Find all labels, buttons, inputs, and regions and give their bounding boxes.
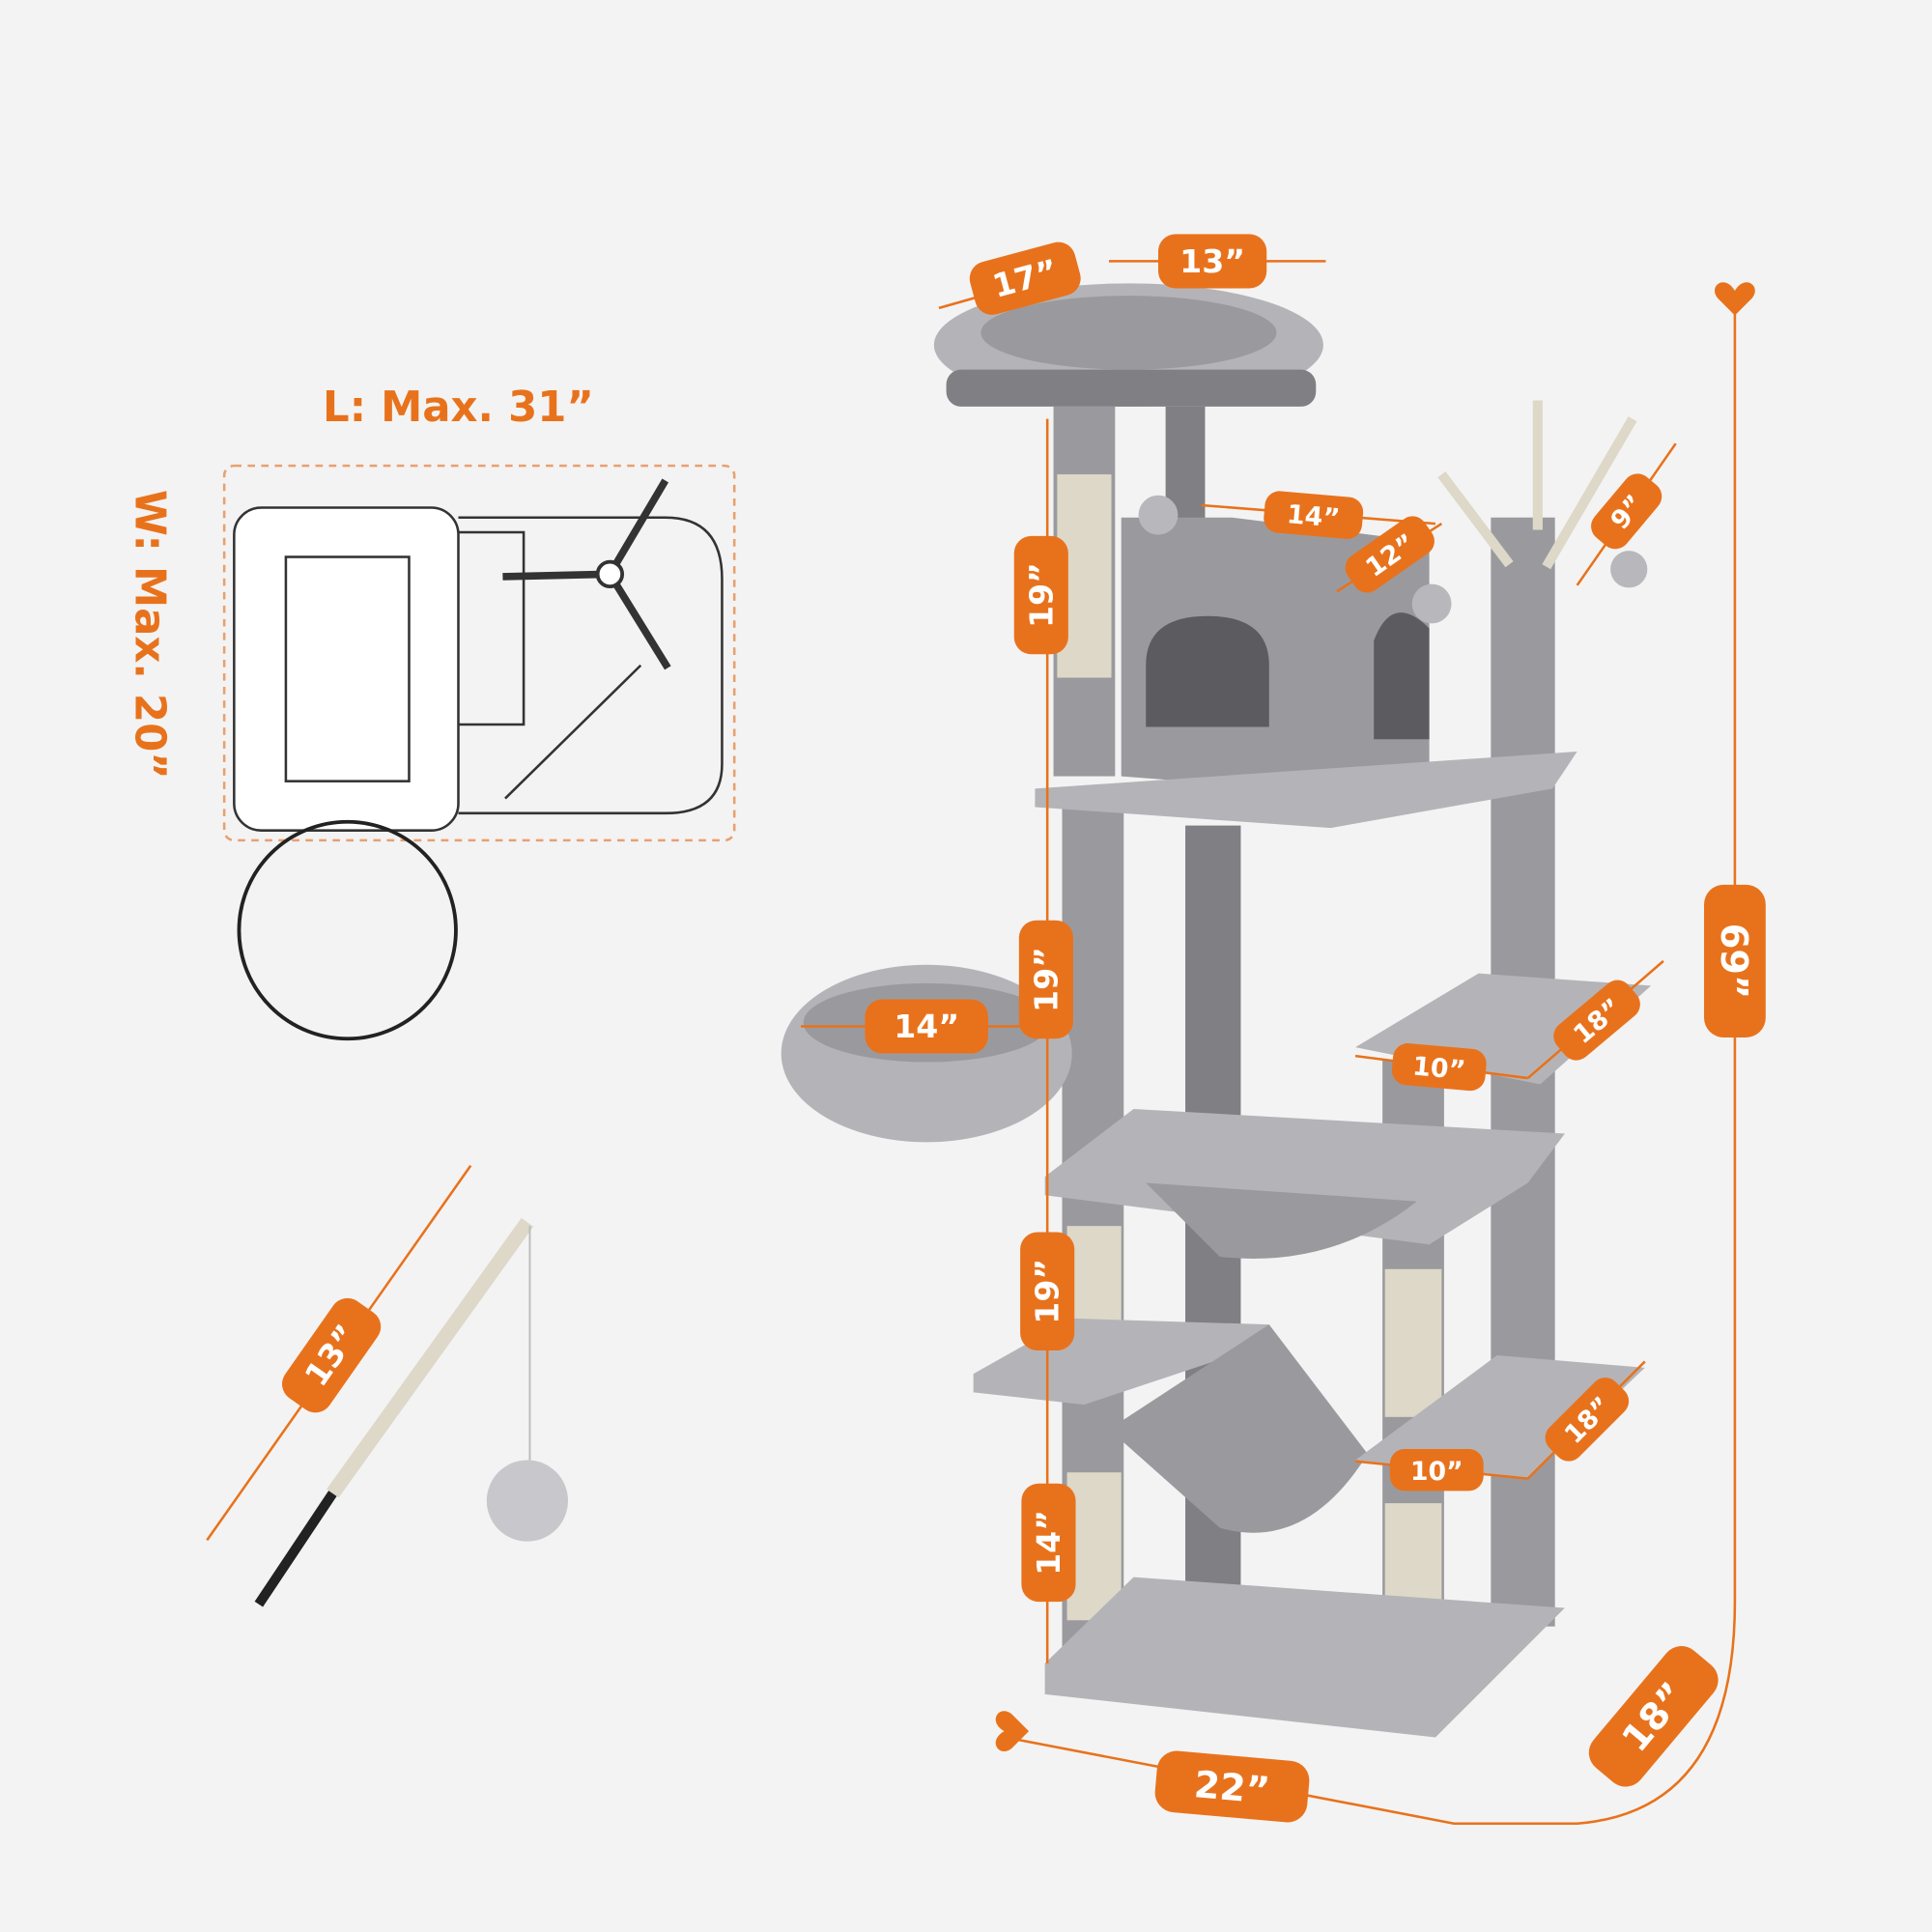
label-dangle-toy: 9”: [1591, 473, 1662, 550]
svg-text:22”: 22”: [1192, 1763, 1271, 1813]
svg-text:19”: 19”: [1022, 562, 1060, 628]
label-height-bottom: 14”: [1021, 1483, 1076, 1603]
svg-text:69”: 69”: [1712, 923, 1755, 999]
svg-text:14”: 14”: [1030, 1510, 1067, 1576]
label-height-top: 19”: [1013, 535, 1068, 655]
label-toy-stick-length: 13”: [282, 1297, 382, 1413]
label-condo-width: 14”: [1264, 491, 1364, 539]
svg-text:10”: 10”: [1410, 1457, 1463, 1487]
footprint-dashed-outline: [222, 464, 736, 842]
svg-text:13”: 13”: [1179, 242, 1245, 280]
lower-side-platform: [1355, 1355, 1645, 1479]
label-upper-platform-width: 10”: [1391, 1043, 1487, 1092]
label-condo-depth: 12”: [1345, 516, 1435, 593]
svg-text:14”: 14”: [1286, 499, 1341, 534]
label-total-height: 69”: [1704, 884, 1766, 1037]
label-top-perch-depth: 17”: [969, 242, 1081, 315]
label-base-width: 18”: [1588, 1646, 1719, 1787]
footprint-width-label: W: Max. 20”: [125, 490, 173, 780]
svg-text:14”: 14”: [894, 1008, 959, 1045]
lower-hammock: [1108, 1324, 1368, 1533]
label-top-perch-width: 13”: [1157, 234, 1267, 289]
svg-text:10”: 10”: [1411, 1051, 1466, 1086]
base-marker-icon: [995, 1711, 1030, 1751]
base-board: [1044, 1577, 1565, 1738]
basket-outline: [237, 819, 458, 1041]
base-outline: [233, 506, 460, 832]
dimension-labels: 17” 13” 14” 12” 9” 19” 19” 14” 19” 14” 1…: [282, 234, 1766, 1823]
label-height-lower: 19”: [1020, 1232, 1075, 1350]
label-basket-diameter: 14”: [865, 999, 988, 1054]
label-lower-platform-width: 10”: [1389, 1449, 1484, 1492]
toy-stick: [206, 1164, 569, 1607]
pompom-ball: [486, 1460, 569, 1542]
label-height-mid: 19”: [1018, 920, 1073, 1039]
footprint-length-label: L: Max. 31”: [323, 384, 594, 432]
svg-text:19”: 19”: [1027, 947, 1065, 1012]
svg-text:19”: 19”: [1029, 1259, 1066, 1324]
condo-platform: [1035, 752, 1577, 829]
label-base-length: 22”: [1154, 1750, 1310, 1823]
height-marker-icon: [1715, 282, 1755, 316]
footprint-top-view: L: Max. 31” W: Max. 20”: [125, 384, 736, 1041]
